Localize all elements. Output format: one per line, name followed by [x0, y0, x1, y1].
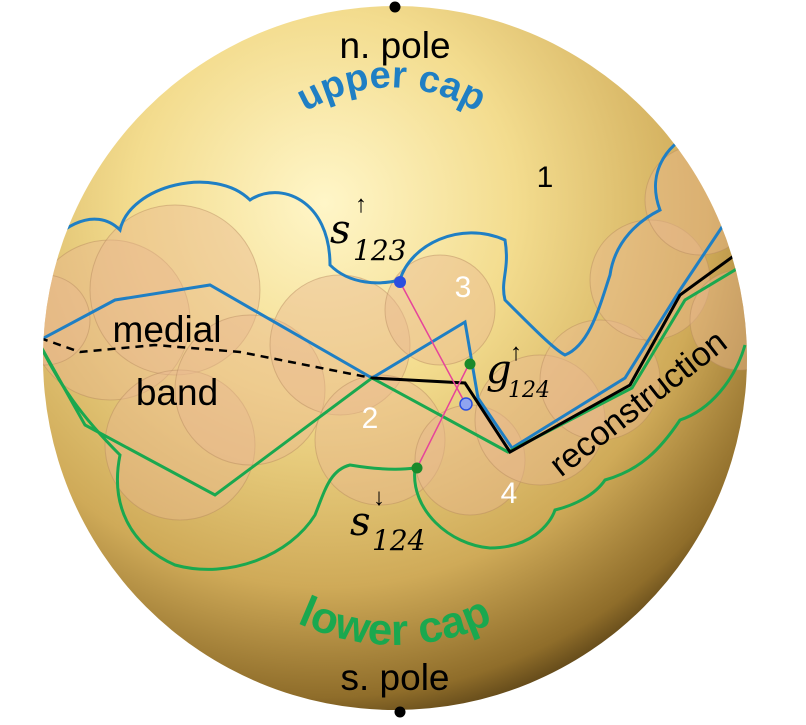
- g-up-124-label: g ↑ 124: [486, 339, 550, 403]
- s-up-base: s: [330, 207, 351, 253]
- medial-axis-dashed: [43, 336, 373, 380]
- band-disk: [384, 254, 496, 366]
- band-disk: [43, 239, 191, 401]
- upper-cap-boundary: [43, 126, 747, 357]
- region-3-label: 3: [455, 271, 472, 304]
- s-up-subscript: 123: [353, 234, 406, 267]
- band-label: band: [136, 372, 218, 413]
- medial-label: medial: [113, 309, 222, 350]
- s-up-123-label: s ↑ 123: [330, 191, 406, 267]
- band-disk: [539, 319, 661, 441]
- south-pole-dot: [394, 706, 406, 718]
- s-down-124-label: s ↓ 124: [350, 484, 425, 557]
- medial-band-disks: [43, 144, 747, 521]
- s-up-superscript: ↑: [355, 191, 367, 218]
- connector-s123-s124: [399, 281, 466, 404]
- s-down-base: s: [350, 499, 371, 545]
- s-down-subscript: 124: [372, 524, 425, 557]
- region-1-label: 1: [537, 161, 554, 194]
- north-pole-dot: [389, 1, 401, 13]
- sphere: [43, 6, 747, 710]
- lower-cap-boundary: [43, 344, 747, 571]
- lower-cap-polyline: [43, 253, 747, 497]
- north-pole-label: n. pole: [339, 25, 450, 66]
- band-disk: [314, 374, 446, 506]
- region-2-label: 2: [362, 402, 379, 435]
- reconstruction-path: [371, 253, 736, 454]
- point-g124: [464, 358, 476, 370]
- point-s123: [394, 276, 406, 288]
- south-pole-label: s. pole: [340, 657, 449, 698]
- band-disk: [174, 314, 326, 466]
- connector-s124-g124: [416, 361, 471, 469]
- g-subscript: 124: [508, 378, 550, 403]
- g-base: g: [486, 347, 512, 393]
- g-superscript: ↑: [510, 339, 522, 366]
- band-disk: [104, 369, 256, 521]
- s-down-superscript: ↓: [373, 484, 385, 511]
- point-blue-inner: [459, 397, 473, 411]
- region-4-label: 4: [501, 477, 518, 510]
- point-s124: [411, 462, 423, 474]
